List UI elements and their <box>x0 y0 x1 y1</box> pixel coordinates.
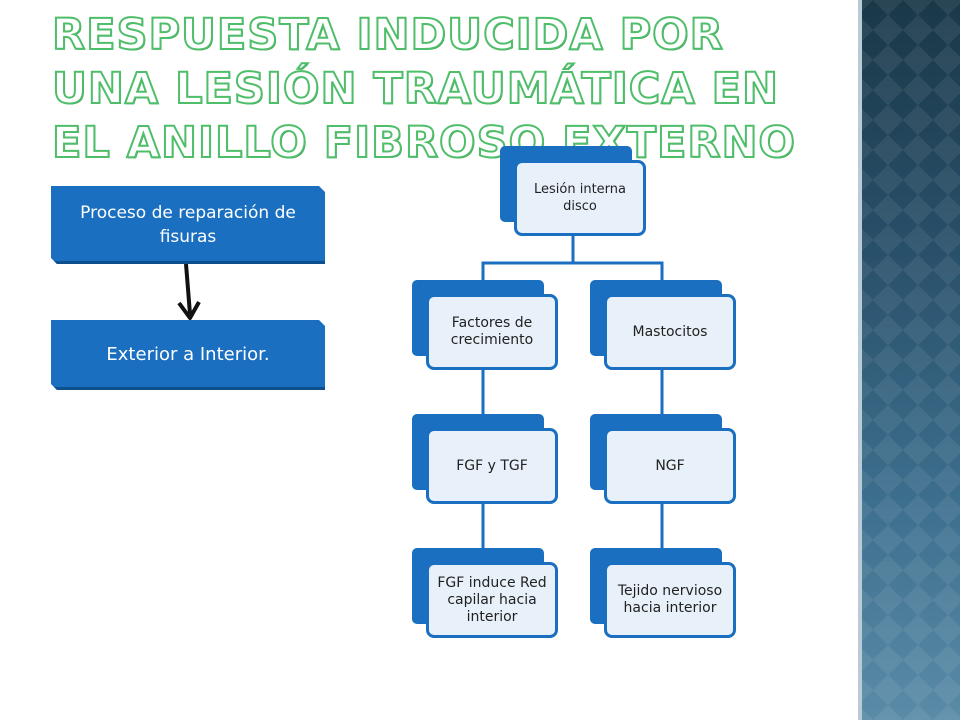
node-mastocitos-label: Mastocitos <box>604 294 736 370</box>
node-red-capilar-label: FGF induce Red capilar hacia interior <box>426 562 558 638</box>
slide-title: Respuesta inducida por una lesión traumá… <box>51 9 796 169</box>
node-lesion-interna-label: Lesión interna disco <box>514 160 646 236</box>
node-mastocitos: Mastocitos <box>590 280 738 372</box>
node-factores-crecimiento: Factores de crecimiento <box>412 280 560 372</box>
node-factores-crecimiento-label: Factores de crecimiento <box>426 294 558 370</box>
down-arrow-shaft <box>184 263 192 315</box>
direction-box: Exterior a Interior. <box>51 320 325 390</box>
node-lesion-interna: Lesión interna disco <box>500 146 648 238</box>
down-arrow-head <box>177 301 201 320</box>
node-ngf: NGF <box>590 414 738 506</box>
node-red-capilar: FGF induce Red capilar hacia interior <box>412 548 560 640</box>
node-fgf-tgf: FGF y TGF <box>412 414 560 506</box>
direction-label: Exterior a Interior. <box>106 344 270 365</box>
repair-process-label: Proceso de reparación de fisuras <box>80 203 296 247</box>
node-tejido-nervioso-label: Tejido nervioso hacia interior <box>604 562 736 638</box>
panel-edge <box>858 0 862 720</box>
node-ngf-label: NGF <box>604 428 736 504</box>
node-fgf-tgf-label: FGF y TGF <box>426 428 558 504</box>
diamond-pattern <box>858 0 960 720</box>
node-tejido-nervioso: Tejido nervioso hacia interior <box>590 548 738 640</box>
decorative-side-panel <box>858 0 960 720</box>
repair-process-box: Proceso de reparación de fisuras <box>51 186 325 264</box>
